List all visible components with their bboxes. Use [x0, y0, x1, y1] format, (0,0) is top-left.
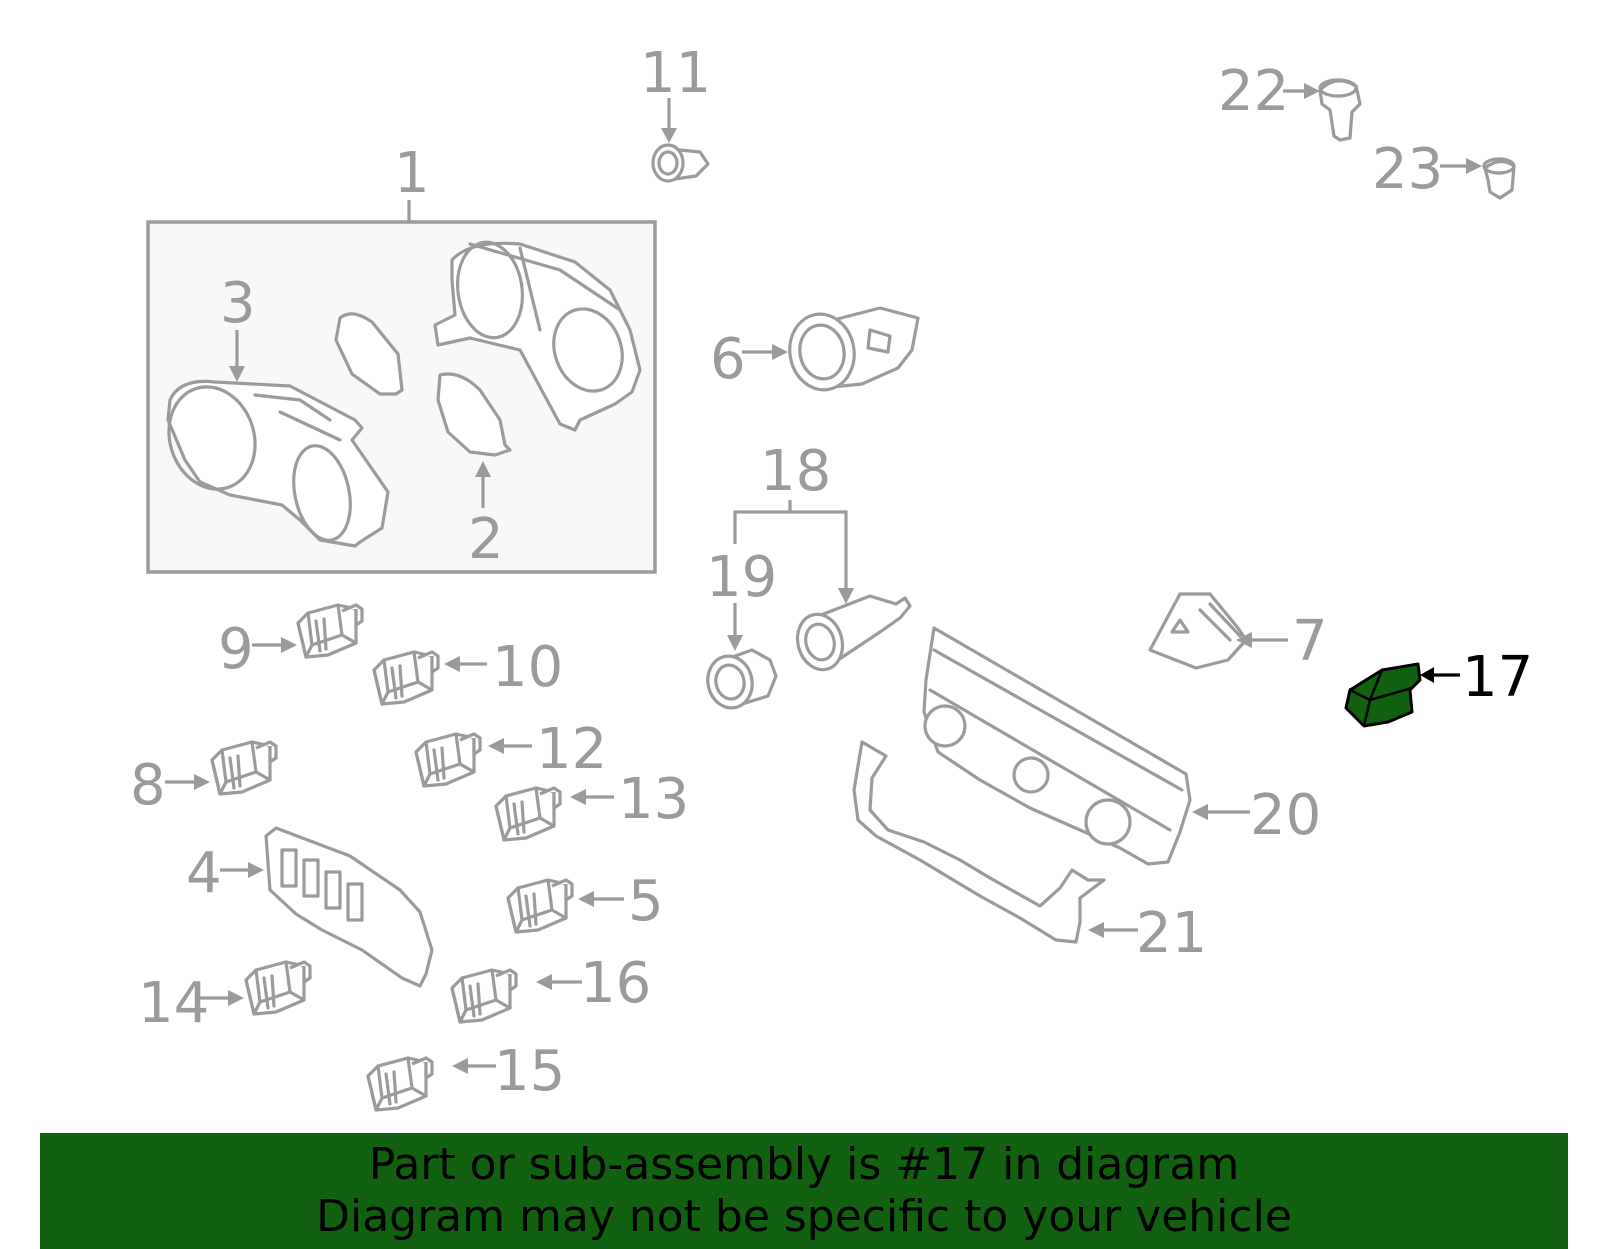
- part-8-switch[interactable]: [210, 740, 278, 796]
- callout-20: 20: [1250, 783, 1321, 848]
- callout-22: 22: [1218, 59, 1289, 124]
- callout-19: 19: [706, 545, 777, 610]
- callout-21: 21: [1136, 901, 1207, 966]
- part-6-lighter-socket[interactable]: [784, 306, 920, 395]
- part-3-bezel[interactable]: [156, 376, 390, 548]
- part-12-switch[interactable]: [414, 732, 482, 788]
- part-21-trim-bezel[interactable]: [852, 740, 1106, 944]
- info-banner: Part or sub-assembly is #17 in diagram D…: [40, 1133, 1568, 1249]
- callout-17: 17: [1462, 645, 1533, 710]
- callout-6: 6: [710, 327, 746, 392]
- callout-16: 16: [580, 951, 651, 1016]
- part-23-clip[interactable]: [1482, 157, 1516, 200]
- banner-line-2: Diagram may not be specific to your vehi…: [316, 1191, 1292, 1242]
- callout-9: 9: [218, 617, 254, 682]
- part-9-switch[interactable]: [296, 603, 364, 659]
- callout-2: 2: [468, 507, 504, 572]
- part-2-lens[interactable]: [334, 312, 512, 457]
- part-4-switch-panel[interactable]: [264, 826, 434, 988]
- callout-13: 13: [618, 767, 689, 832]
- callout-8: 8: [130, 753, 166, 818]
- part-16-switch[interactable]: [450, 968, 518, 1024]
- callout-3: 3: [220, 271, 256, 336]
- part-19-socket[interactable]: [703, 648, 778, 712]
- banner-line-1: Part or sub-assembly is #17 in diagram: [368, 1139, 1240, 1190]
- callout-1: 1: [394, 141, 430, 206]
- part-1-cluster[interactable]: [433, 238, 642, 432]
- part-10-switch[interactable]: [372, 650, 440, 706]
- part-7-hazard-switch[interactable]: [1148, 592, 1248, 670]
- part-20-climate-control[interactable]: [922, 626, 1192, 866]
- part-5-switch[interactable]: [506, 878, 574, 934]
- callout-11: 11: [640, 41, 711, 106]
- part-22-clip[interactable]: [1318, 78, 1362, 142]
- part-14-switch[interactable]: [244, 960, 312, 1016]
- callout-12: 12: [536, 717, 607, 782]
- callout-7: 7: [1292, 609, 1328, 674]
- callout-14: 14: [138, 971, 209, 1036]
- callout-15: 15: [494, 1039, 565, 1104]
- part-13-switch[interactable]: [494, 786, 562, 842]
- callout-10: 10: [492, 635, 563, 700]
- part-17-switch-highlighted[interactable]: [1344, 662, 1422, 728]
- callout-23: 23: [1372, 137, 1443, 202]
- callout-5: 5: [628, 869, 664, 934]
- part-15-switch[interactable]: [366, 1056, 434, 1112]
- part-11[interactable]: [651, 143, 710, 183]
- callout-18: 18: [760, 439, 831, 504]
- part-18-lighter[interactable]: [792, 594, 912, 675]
- callout-4: 4: [186, 841, 222, 906]
